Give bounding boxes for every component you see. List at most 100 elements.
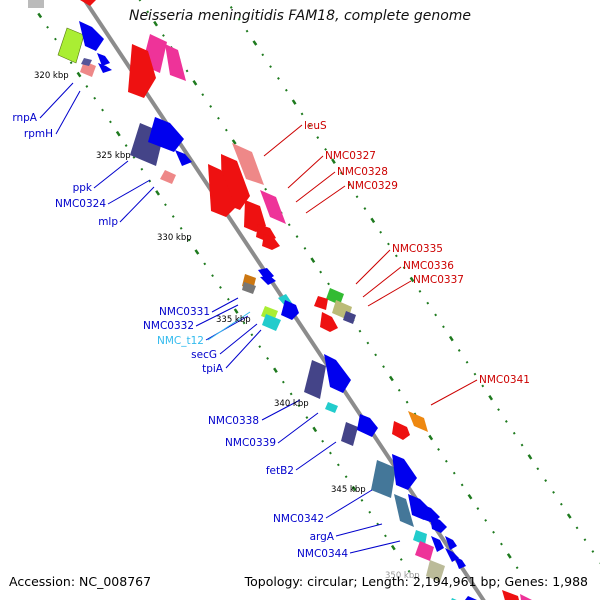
gene-feature <box>431 536 444 552</box>
tick-mark <box>171 215 175 218</box>
tick-mark <box>289 392 293 396</box>
gene-label: NMC0331 <box>159 306 210 318</box>
tick-mark <box>300 112 304 116</box>
tick-mark <box>382 365 385 369</box>
tick-mark <box>515 566 519 570</box>
gene-label: argA <box>310 531 335 543</box>
tick-mark <box>366 341 370 345</box>
leader-line <box>261 399 301 421</box>
tick-mark <box>308 124 312 128</box>
leader-line <box>263 124 303 157</box>
gene-feature <box>208 164 236 217</box>
tick-mark <box>434 313 438 317</box>
gene-label: NMC0339 <box>225 437 276 449</box>
gene-label: NMC0336 <box>403 260 454 272</box>
tick-mark <box>473 372 477 376</box>
gene-feature <box>430 516 447 533</box>
kbp-label: 335 kbp <box>216 315 251 325</box>
gene-label: NMC0324 <box>55 198 106 210</box>
tick-mark <box>500 542 503 546</box>
gene-feature <box>80 0 96 6</box>
tick-mark <box>465 360 469 364</box>
tick-mark <box>583 538 587 542</box>
leader-line <box>430 379 478 406</box>
gene-feature <box>98 63 112 73</box>
gene-feature <box>394 494 414 527</box>
tick-mark <box>591 550 595 553</box>
gene-feature <box>242 282 256 294</box>
gene-label: mlp <box>98 216 118 228</box>
tick-mark <box>316 136 320 139</box>
gene-label: NMC0332 <box>143 320 194 332</box>
tick-mark <box>512 431 516 435</box>
gene-feature <box>80 61 96 77</box>
tick-mark <box>305 416 309 419</box>
tick-mark <box>329 451 332 455</box>
tick-mark <box>101 108 104 112</box>
gene-feature <box>81 58 92 66</box>
tick-mark <box>297 404 301 408</box>
tick-mark <box>76 71 82 78</box>
tick-mark <box>497 408 500 411</box>
tick-mark <box>527 454 533 460</box>
tick-mark <box>164 203 167 207</box>
topology-summary: Topology: circular; Length: 2,194,961 bp… <box>244 574 588 589</box>
gene-feature <box>97 53 110 66</box>
tick-mark <box>351 485 357 492</box>
tick-mark <box>506 553 512 559</box>
gene-label: NMC0342 <box>273 513 324 525</box>
tick-mark <box>138 0 142 2</box>
tick-mark <box>284 88 288 92</box>
gene-feature <box>260 276 276 285</box>
tick-mark <box>363 207 367 210</box>
tick-mark <box>217 116 220 120</box>
tick-mark <box>291 99 297 105</box>
tick-mark <box>460 483 464 487</box>
leader-line <box>93 160 129 189</box>
gene-label: rpmH <box>24 128 53 140</box>
tick-mark <box>394 254 398 258</box>
tick-mark <box>321 439 325 443</box>
tick-mark <box>488 395 494 401</box>
gene-label: leuS <box>304 120 327 132</box>
tick-mark <box>452 471 456 475</box>
gene-feature <box>314 296 328 310</box>
gene-feature <box>260 190 286 224</box>
tick-mark <box>242 321 246 325</box>
tick-mark <box>409 276 415 283</box>
gene-label: tpiA <box>202 363 224 375</box>
tick-mark <box>566 513 572 519</box>
tick-mark <box>201 93 205 97</box>
gene-feature <box>128 44 156 98</box>
tick-mark <box>93 96 97 100</box>
tick-mark <box>264 187 268 191</box>
leader-line <box>55 90 81 135</box>
tick-mark <box>536 467 540 471</box>
gene-feature <box>415 541 434 561</box>
tick-mark <box>407 569 411 573</box>
gene-label: NMC0327 <box>325 150 376 162</box>
tick-marks <box>37 0 600 573</box>
tick-mark <box>467 493 473 500</box>
tick-mark <box>153 20 159 27</box>
gene-feature <box>148 117 184 152</box>
gene-feature <box>426 560 445 582</box>
tick-mark <box>132 155 136 159</box>
gene-feature <box>304 360 326 399</box>
gene-feature <box>371 460 396 498</box>
tick-mark <box>269 65 272 68</box>
leader-line <box>205 315 249 341</box>
tick-mark <box>504 420 508 423</box>
tick-mark <box>559 502 563 506</box>
tick-mark <box>224 128 228 132</box>
tick-mark <box>109 120 112 124</box>
tick-mark <box>155 190 161 196</box>
tick-mark <box>203 262 207 266</box>
kbp-label: 320 kbp <box>34 71 69 81</box>
gene-feature <box>262 314 281 331</box>
tick-mark <box>312 426 318 433</box>
tick-mark <box>402 266 406 270</box>
tick-mark <box>46 25 49 29</box>
tick-mark <box>115 130 121 137</box>
leader-line <box>325 489 373 519</box>
